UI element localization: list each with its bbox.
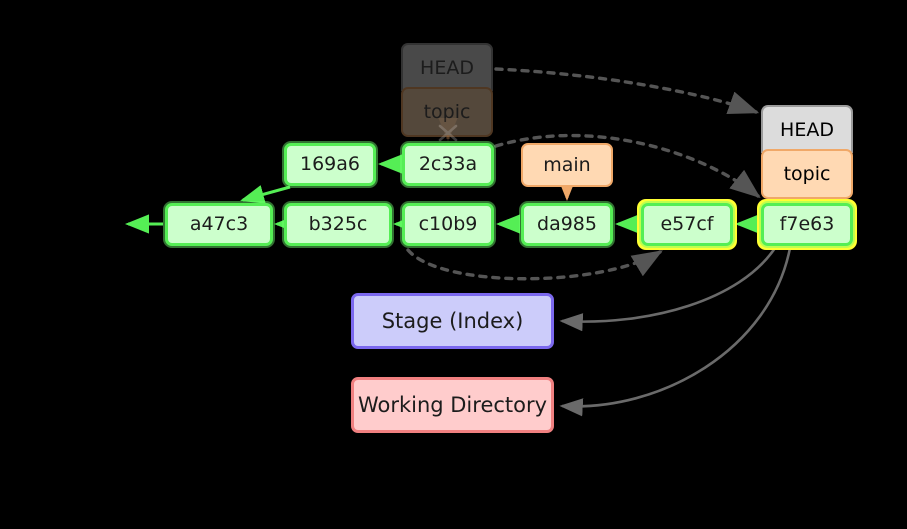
head-stack-ghost: HEAD topic (401, 43, 493, 137)
head-ref-label: HEAD (780, 119, 834, 141)
branch-ref-label: main (543, 153, 591, 176)
commit-label: c10b9 (418, 213, 478, 235)
branch-ref-label: topic (423, 101, 471, 123)
head-stack-current[interactable]: HEAD topic (761, 105, 853, 199)
commit-node-b325c[interactable]: b325c (284, 203, 392, 246)
commit-node-a47c3[interactable]: a47c3 (165, 203, 273, 246)
stage-index-label: Stage (Index) (381, 309, 524, 333)
edge-head-move (494, 67, 760, 115)
commit-node-c10b9[interactable]: c10b9 (402, 203, 494, 246)
checkout-edges (559, 247, 792, 417)
edge-f7e63-stage (559, 247, 777, 332)
edge-169a6-a47c3 (240, 185, 291, 204)
head-ref-ghost: HEAD (401, 43, 493, 91)
commit-label: b325c (308, 213, 368, 235)
commit-node-2c33a[interactable]: 2c33a (402, 143, 494, 186)
commit-label: e57cf (660, 213, 714, 235)
branch-ref-label: topic (783, 163, 831, 185)
working-directory-box[interactable]: Working Directory (351, 377, 554, 433)
commit-node-f7e63[interactable]: f7e63 (761, 203, 853, 246)
commit-node-da985[interactable]: da985 (521, 203, 613, 246)
head-ref-label: HEAD (420, 57, 474, 79)
commit-label: da985 (537, 213, 597, 235)
branch-ref-main[interactable]: main (521, 143, 613, 187)
stage-index-box[interactable]: Stage (Index) (351, 293, 554, 349)
commit-label: 169a6 (300, 153, 360, 175)
working-directory-label: Working Directory (357, 393, 548, 417)
commit-node-e57cf[interactable]: e57cf (641, 203, 733, 246)
edge-f7e63-workdir (559, 247, 792, 417)
head-ref-current[interactable]: HEAD (761, 105, 853, 153)
branch-ref-topic[interactable]: topic (761, 149, 853, 199)
edge-c10b9-to-e57cf (406, 248, 663, 281)
commit-label: 2c33a (418, 153, 478, 175)
commit-node-169a6[interactable]: 169a6 (284, 143, 376, 186)
branch-ref-topic-ghost: topic (401, 87, 493, 137)
commit-label: f7e63 (779, 213, 835, 235)
commit-label: a47c3 (189, 213, 249, 235)
